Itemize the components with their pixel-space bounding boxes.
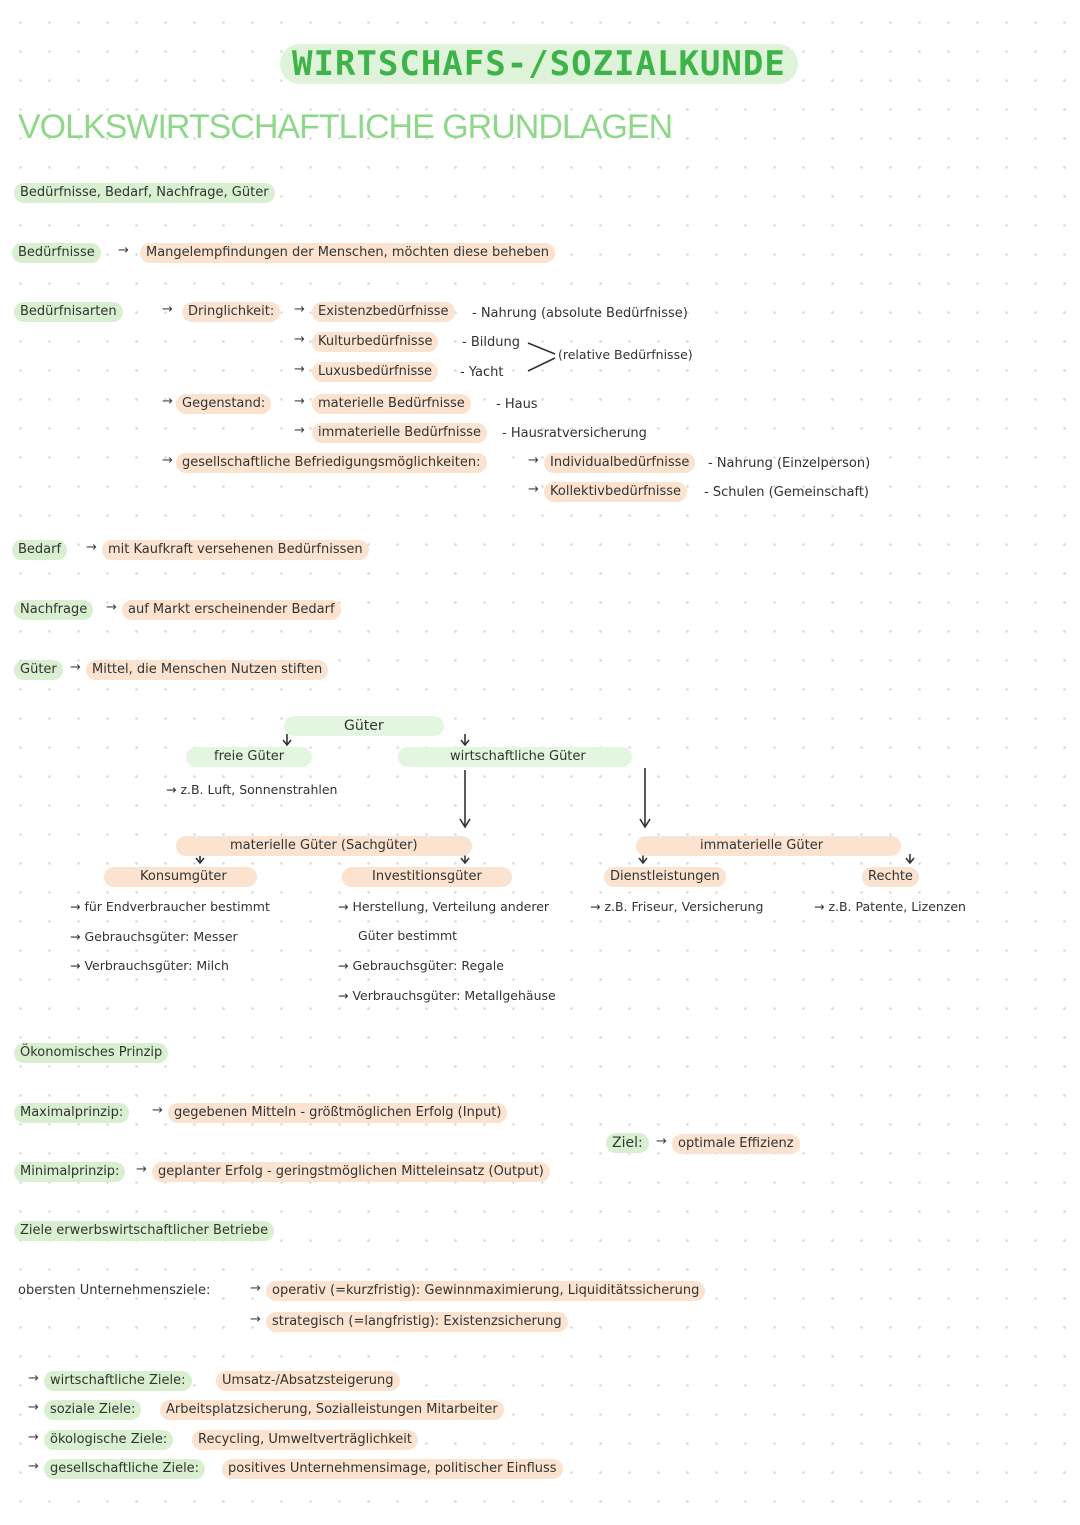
operative-ziele: operativ (=kurzfristig): Gewinnmaximieru… bbox=[266, 1281, 706, 1301]
dienst-example: → z.B. Friseur, Versicherung bbox=[590, 899, 764, 914]
arrow-icon: → bbox=[86, 540, 97, 555]
gegenstand-label: Gegenstand: bbox=[176, 394, 272, 414]
nachfrage-label: Nachfrage bbox=[14, 600, 94, 620]
rechte-example: → z.B. Patente, Lizenzen bbox=[814, 899, 966, 914]
gesellschaftliche-befriedigung-label: gesellschaftliche Befriedigungsmöglichke… bbox=[176, 453, 487, 473]
beduerfnisarten-label: Bedürfnisarten bbox=[14, 302, 123, 322]
nachfrage-definition: auf Markt erscheinender Bedarf bbox=[122, 600, 341, 620]
tree-freie-gueter: freie Güter bbox=[186, 747, 313, 767]
konsum-note-1: → für Endverbraucher bestimmt bbox=[70, 899, 270, 914]
tree-wirtschaftliche-gueter: wirtschaftliche Güter bbox=[398, 747, 632, 767]
gueter-label: Güter bbox=[14, 660, 63, 680]
ziel-label: Ziel: bbox=[606, 1133, 649, 1153]
konsum-note-2: → Gebrauchsgüter: Messer bbox=[70, 929, 238, 944]
arrow-icon: → bbox=[294, 302, 305, 317]
invest-note-1: → Herstellung, Verteilung anderer bbox=[338, 899, 550, 914]
wirtschaftliche-ziele-def: Umsatz-/Absatzsteigerung bbox=[216, 1371, 400, 1391]
relative-beduerfnisse-note: (relative Bedürfnisse) bbox=[558, 347, 693, 362]
individualbeduerfnisse: Individualbedürfnisse bbox=[544, 453, 696, 473]
wirtschaftliche-ziele-label: wirtschaftliche Ziele: bbox=[44, 1371, 192, 1391]
maximalprinzip-definition: gegebenen Mitteln - größtmöglichen Erfol… bbox=[168, 1103, 508, 1123]
beduerfnisse-definition: Mangelempfindungen der Menschen, möchten… bbox=[140, 243, 556, 263]
kollektivbeduerfnisse: Kollektivbedürfnisse bbox=[544, 482, 688, 502]
individual-example: - Nahrung (Einzelperson) bbox=[708, 456, 871, 471]
minimalprinzip-label: Minimalprinzip: bbox=[14, 1162, 126, 1182]
kulturbeduerfnisse: Kulturbedürfnisse bbox=[312, 332, 439, 352]
arrow-icon: → bbox=[28, 1371, 39, 1386]
tree-dienstleistungen: Dienstleistungen bbox=[604, 867, 726, 887]
luxusbeduerfnisse: Luxusbedürfnisse bbox=[312, 362, 439, 382]
invest-note-1b: Güter bestimmt bbox=[358, 928, 458, 943]
page-subtitle: VOLKSWIRTSCHAFTLICHE GRUNDLAGEN bbox=[18, 108, 673, 146]
minimalprinzip-definition: geplanter Erfolg - geringstmöglichen Mit… bbox=[152, 1162, 550, 1182]
arrow-icon: → bbox=[28, 1459, 39, 1474]
invest-note-2: → Gebrauchsgüter: Regale bbox=[338, 958, 504, 973]
arrow-icon: → bbox=[70, 660, 81, 675]
page-title: WIRTSCHAFS-/SOZIALKUNDE bbox=[280, 44, 798, 84]
gesellschaftliche-ziele-label: gesellschaftliche Ziele: bbox=[44, 1459, 206, 1479]
immaterielle-beduerfnisse: immaterielle Bedürfnisse bbox=[312, 423, 488, 443]
oekologische-ziele-def: Recycling, Umweltverträglichkeit bbox=[192, 1430, 419, 1450]
gueter-definition: Mittel, die Menschen Nutzen stiften bbox=[86, 660, 329, 680]
soziale-ziele-def: Arbeitsplatzsicherung, Sozialleistungen … bbox=[160, 1400, 504, 1420]
tree-investitionsgueter: Investitionsgüter bbox=[342, 867, 512, 887]
section-heading-ziele: Ziele erwerbswirtschaftlicher Betriebe bbox=[14, 1221, 275, 1241]
strategische-ziele: strategisch (=langfristig): Existenzsich… bbox=[266, 1312, 568, 1332]
soziale-ziele-label: soziale Ziele: bbox=[44, 1400, 142, 1420]
arrow-icon: → bbox=[162, 394, 173, 409]
arrow-icon: → bbox=[250, 1312, 261, 1327]
luxus-example: - Yacht bbox=[460, 365, 504, 380]
arrow-icon: → bbox=[28, 1400, 39, 1415]
tree-rechte: Rechte bbox=[862, 867, 919, 887]
arrow-icon: → bbox=[118, 243, 129, 258]
konsum-note-3: → Verbrauchsgüter: Milch bbox=[70, 958, 229, 973]
materielle-beduerfnisse: materielle Bedürfnisse bbox=[312, 394, 471, 414]
existenz-example: - Nahrung (absolute Bedürfnisse) bbox=[472, 306, 688, 321]
section-heading-beduerfnisse: Bedürfnisse, Bedarf, Nachfrage, Güter bbox=[14, 183, 275, 203]
arrow-icon: → bbox=[528, 482, 539, 497]
bedarf-definition: mit Kaufkraft versehenen Bedürfnissen bbox=[102, 540, 369, 560]
arrow-icon: → bbox=[250, 1281, 261, 1296]
arrow-icon: → bbox=[294, 362, 305, 377]
arrow-icon: → bbox=[528, 453, 539, 468]
arrow-icon: → bbox=[28, 1430, 39, 1445]
ziel-definition: optimale Effizienz bbox=[672, 1134, 800, 1154]
tree-immaterielle-gueter: immaterielle Güter bbox=[636, 836, 902, 856]
gesellschaftliche-ziele-def: positives Unternehmensimage, politischer… bbox=[222, 1459, 563, 1479]
tree-root-gueter: Güter bbox=[284, 716, 444, 736]
tree-konsumgueter: Konsumgüter bbox=[104, 867, 257, 887]
kollektiv-example: - Schulen (Gemeinschaft) bbox=[704, 485, 869, 500]
arrow-icon: → bbox=[152, 1103, 163, 1118]
arrow-icon: → bbox=[294, 332, 305, 347]
kultur-example: - Bildung bbox=[462, 335, 520, 350]
dringlichkeit-label: Dringlichkeit: bbox=[182, 302, 281, 322]
invest-note-3: → Verbrauchsgüter: Metallgehäuse bbox=[338, 988, 556, 1003]
immateriell-example: - Hausratversicherung bbox=[502, 426, 647, 441]
oekologische-ziele-label: ökologische Ziele: bbox=[44, 1430, 174, 1450]
bedarf-label: Bedarf bbox=[12, 540, 68, 560]
section-heading-oekonomisches-prinzip: Ökonomisches Prinzip bbox=[14, 1043, 169, 1063]
materiell-example: - Haus bbox=[496, 397, 538, 412]
oberste-ziele-label: obersten Unternehmensziele: bbox=[18, 1283, 211, 1298]
arrow-icon: → bbox=[106, 600, 117, 615]
arrow-icon: → bbox=[656, 1134, 667, 1149]
arrow-icon: → bbox=[294, 394, 305, 409]
existenzbeduerfnisse: Existenzbedürfnisse bbox=[312, 302, 455, 322]
beduerfnisse-label: Bedürfnisse bbox=[12, 243, 101, 263]
arrow-icon: → bbox=[294, 423, 305, 438]
maximalprinzip-label: Maximalprinzip: bbox=[14, 1103, 130, 1123]
arrow-icon: → bbox=[162, 453, 173, 468]
tree-materielle-gueter: materielle Güter (Sachgüter) bbox=[176, 836, 472, 856]
tree-freie-example: → z.B. Luft, Sonnenstrahlen bbox=[166, 782, 338, 797]
arrow-icon: → bbox=[162, 302, 173, 317]
arrow-icon: → bbox=[136, 1162, 147, 1177]
